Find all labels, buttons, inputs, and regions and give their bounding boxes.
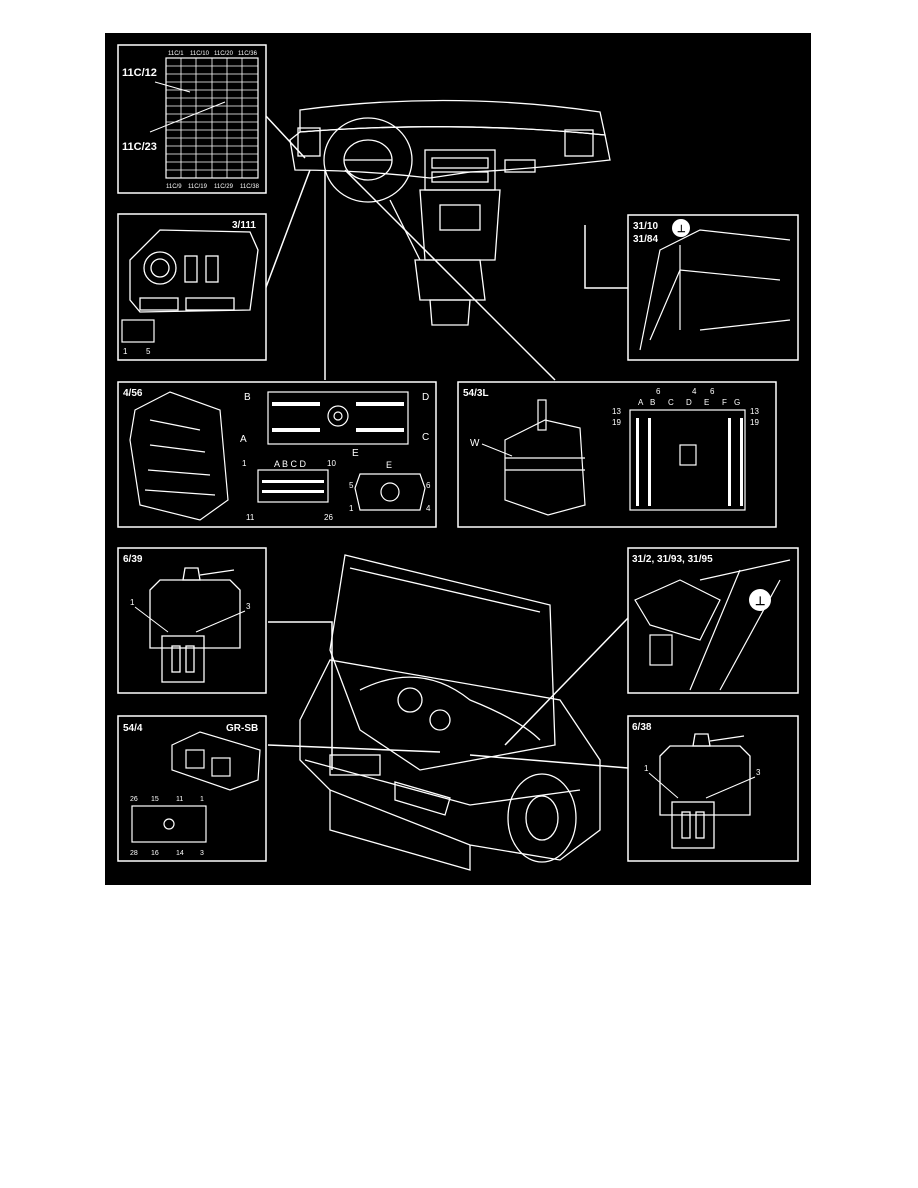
connector-w-label: W [470,438,480,449]
fuse-bottom-label: 11C/9 [166,184,182,190]
sensor-6-39-panel: 6/39 1 3 [117,547,267,694]
fuse-box-title-a: 11C/12 [122,67,157,79]
connector-side-number: 13 [612,407,621,416]
connector-side-label: B [244,392,251,403]
ground-symbol-icon [672,219,690,237]
switch-pin-label: 5 [146,347,151,356]
ground-symbol-icon [749,589,771,611]
fuse-top-label: 11C/20 [214,51,234,57]
switch-title: 3/111 [232,220,256,231]
sensor-title: 6/39 [123,554,143,565]
connector-side-number: 19 [612,418,621,427]
ground-title-a: 31/10 [633,221,658,232]
connector-pin-number: 11 [246,513,255,522]
ground-31-2-panel: 31/2, 31/93, 31/95 ⊥ [627,547,799,694]
sensor-6-38-panel: 6/38 1 3 [627,715,799,862]
connector-bottom-pin: 3 [200,850,204,857]
connector-side-number: 13 [750,407,759,416]
connector-top-number: 6 [710,387,715,396]
connector-top-pin: 11 [176,796,183,803]
switch-pin-label: 1 [123,347,128,356]
sensor-pin-label: 1 [130,598,135,607]
switch-3-111-panel: 3/111 1 5 [117,213,267,361]
fuse-top-label: 11C/36 [238,51,258,57]
connector-54-4-panel: 54/4 GR-SB 26 15 11 1 28 16 14 3 [117,715,267,862]
connector-column-label: F [722,398,727,407]
sensor-pin-label: 3 [246,602,251,611]
connector-pin-letters: A B C D [274,459,307,469]
connector-column-label: G [734,398,740,407]
sensor-pin-label: 3 [756,768,761,777]
fuse-top-label: 11C/10 [190,51,210,57]
connector-column-label: A [638,398,644,407]
connector-bottom-pin: 16 [151,850,159,857]
connector-column-label: D [686,398,692,407]
svg-text:⊥: ⊥ [677,224,686,235]
car-front-illustration [299,554,601,871]
sensor-title: 6/38 [632,722,652,733]
connector-e-title: E [386,460,392,470]
connector-title: 54/4 [123,723,143,734]
fuse-top-label: 11C/1 [168,51,184,57]
leader-lines [264,114,629,770]
fuse-bottom-label: 11C/38 [240,184,260,190]
connector-top-pin: 1 [200,796,204,803]
connector-color-code: GR-SB [226,723,258,734]
connector-top-pin: 15 [151,796,159,803]
connector-bottom-pin: 28 [130,850,138,857]
fuse-bottom-label: 11C/19 [188,184,208,190]
connector-top-pin: 26 [130,796,138,803]
connector-bottom-pin: 14 [176,850,184,857]
connector-pin-number: 10 [327,459,336,468]
connector-54-3l-panel: 54/3L W A B C D E F G 6 4 6 13 19 13 19 [457,381,777,528]
sensor-pin-label: 1 [644,764,649,773]
connector-e-pin: 5 [349,481,354,490]
connector-e-pin: 4 [426,504,431,513]
connector-column-label: C [668,398,674,407]
ground-31-10-panel: 31/10 31/84 ⊥ [627,214,799,361]
connector-side-label: C [422,432,429,443]
dashboard-illustration [289,99,611,326]
connector-side-label: E [352,448,359,459]
connector-title: 54/3L [463,388,489,399]
connector-top-number: 4 [692,387,697,396]
connector-side-number: 19 [750,418,759,427]
connector-pin-number: 26 [324,513,333,522]
connector-e-pin: 6 [426,481,431,490]
switch-pin-housing [121,319,155,343]
connector-column-label: B [650,398,655,407]
connector-pin-number: 1 [242,459,247,468]
fuse-box-11c-panel: 11C/12 11C/23 11C/1 11C/10 11C/20 11C/36… [117,44,267,194]
connector-4-56-panel: 4/56 A B C D E A B C D 1 10 11 26 E [117,381,437,528]
connector-top-number: 6 [656,387,661,396]
connector-column-label: E [704,398,709,407]
connector-e-pin: 1 [349,504,354,513]
svg-text:⊥: ⊥ [755,594,765,608]
fuse-box-title-b: 11C/23 [122,141,157,153]
fuse-bottom-label: 11C/29 [214,184,234,190]
ground-title-b: 31/84 [633,234,658,245]
connector-side-label: D [422,392,429,403]
ground-title: 31/2, 31/93, 31/95 [632,554,713,565]
connector-title: 4/56 [123,388,143,399]
connector-side-label: A [240,434,247,445]
